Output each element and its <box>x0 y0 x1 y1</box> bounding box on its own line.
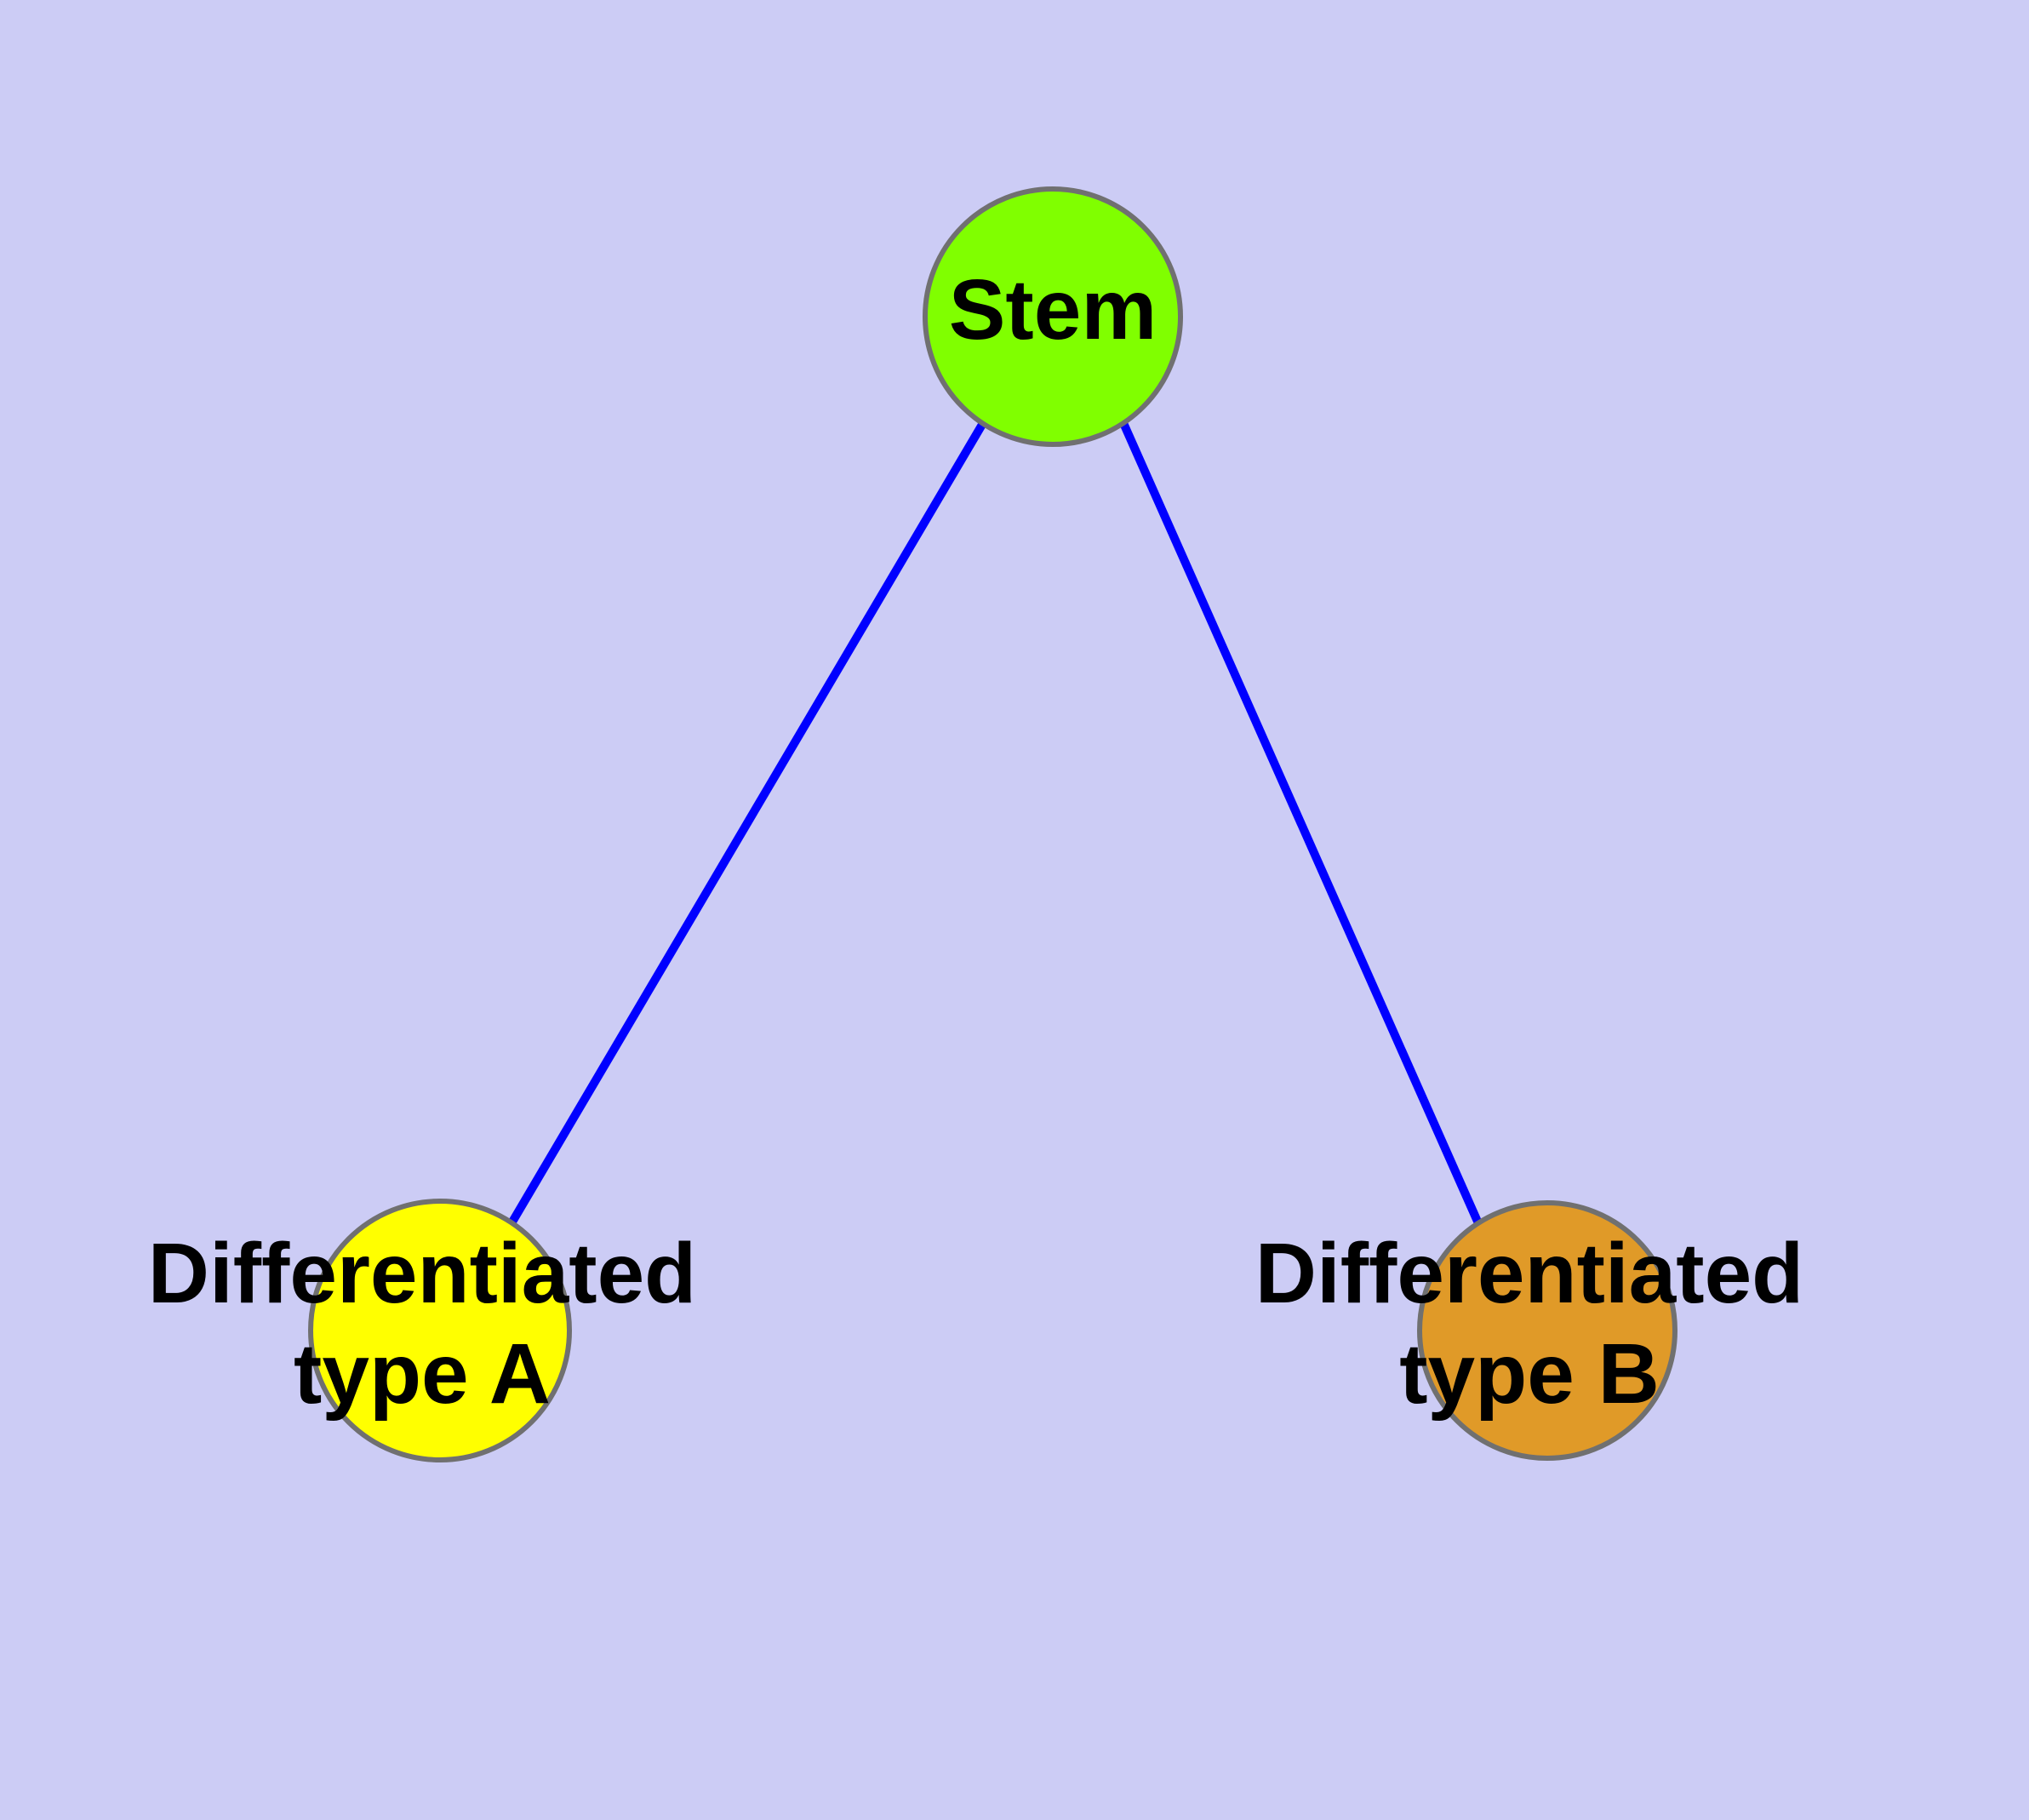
label-line: type A <box>294 1326 551 1422</box>
node-layer <box>308 186 1677 1462</box>
edge-layer <box>507 421 1483 1226</box>
node-diff-a[interactable] <box>308 1199 572 1462</box>
label-line: Differentiated <box>148 1226 697 1321</box>
node-diff-b[interactable] <box>1417 1200 1677 1461</box>
edge-stem-to-diff-b[interactable] <box>1119 421 1483 1226</box>
label-line: Stem <box>949 262 1157 358</box>
edge-stem-to-diff-a[interactable] <box>507 421 987 1226</box>
node-stem[interactable] <box>923 186 1183 447</box>
label-line: Differentiated <box>1255 1226 1804 1321</box>
node-label-stem: Stem <box>949 262 1157 358</box>
label-line: type B <box>1399 1326 1660 1422</box>
